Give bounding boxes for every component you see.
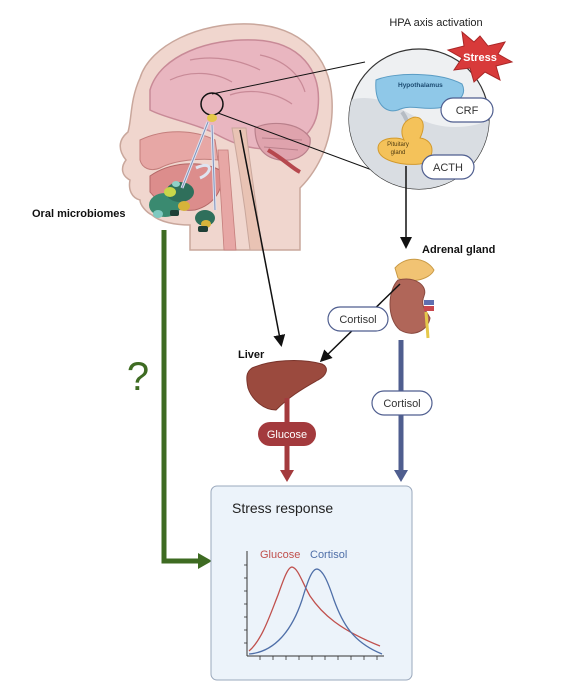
pituitary-shape	[377, 116, 433, 165]
oral-microbiomes-label: Oral microbiomes	[32, 208, 126, 220]
hypothalamus-shape	[375, 73, 464, 112]
adrenal-kidney-illustration	[389, 258, 435, 339]
stress-star: Stress	[446, 30, 514, 83]
acth-pill: ACTH	[421, 154, 475, 180]
adrenal-gland-label: Adrenal gland	[422, 244, 495, 256]
glucose-curve	[248, 566, 381, 652]
svg-text:Glucose: Glucose	[267, 429, 307, 441]
stress-label: Stress	[463, 52, 497, 64]
cortisol-pill-upper: Cortisol	[327, 306, 389, 332]
pituitary-label-line2: gland	[391, 150, 406, 156]
axis-ticks	[244, 564, 378, 660]
liver-label: Liver	[238, 349, 265, 361]
crf-pill: CRF	[440, 97, 494, 123]
question-mark: ?	[127, 355, 149, 399]
liver-illustration	[246, 360, 327, 411]
svg-text:ACTH: ACTH	[433, 162, 463, 174]
arrow-brain-liver	[239, 129, 286, 347]
hypothalamus-label: Hypothalamus	[398, 82, 443, 89]
arrow-microbiome-stress	[161, 230, 200, 564]
legend-glucose: Glucose	[260, 549, 300, 561]
glucose-pill: Glucose	[258, 422, 316, 446]
oral-microbes	[149, 181, 215, 232]
svg-text:CRF: CRF	[456, 105, 479, 117]
pituitary-label-line1: Pituitary	[387, 142, 409, 148]
cortisol-curve	[248, 568, 383, 655]
cortisol-pill-lower: Cortisol	[371, 390, 433, 416]
stress-response-panel: Stress response Glucose Cortisol	[210, 485, 413, 681]
hpa-title: HPA axis activation	[389, 17, 482, 29]
stress-response-title: Stress response	[232, 500, 333, 516]
legend-cortisol: Cortisol	[310, 549, 347, 561]
head-illustration	[119, 23, 333, 251]
svg-text:Cortisol: Cortisol	[339, 314, 376, 326]
svg-text:Cortisol: Cortisol	[383, 398, 420, 410]
